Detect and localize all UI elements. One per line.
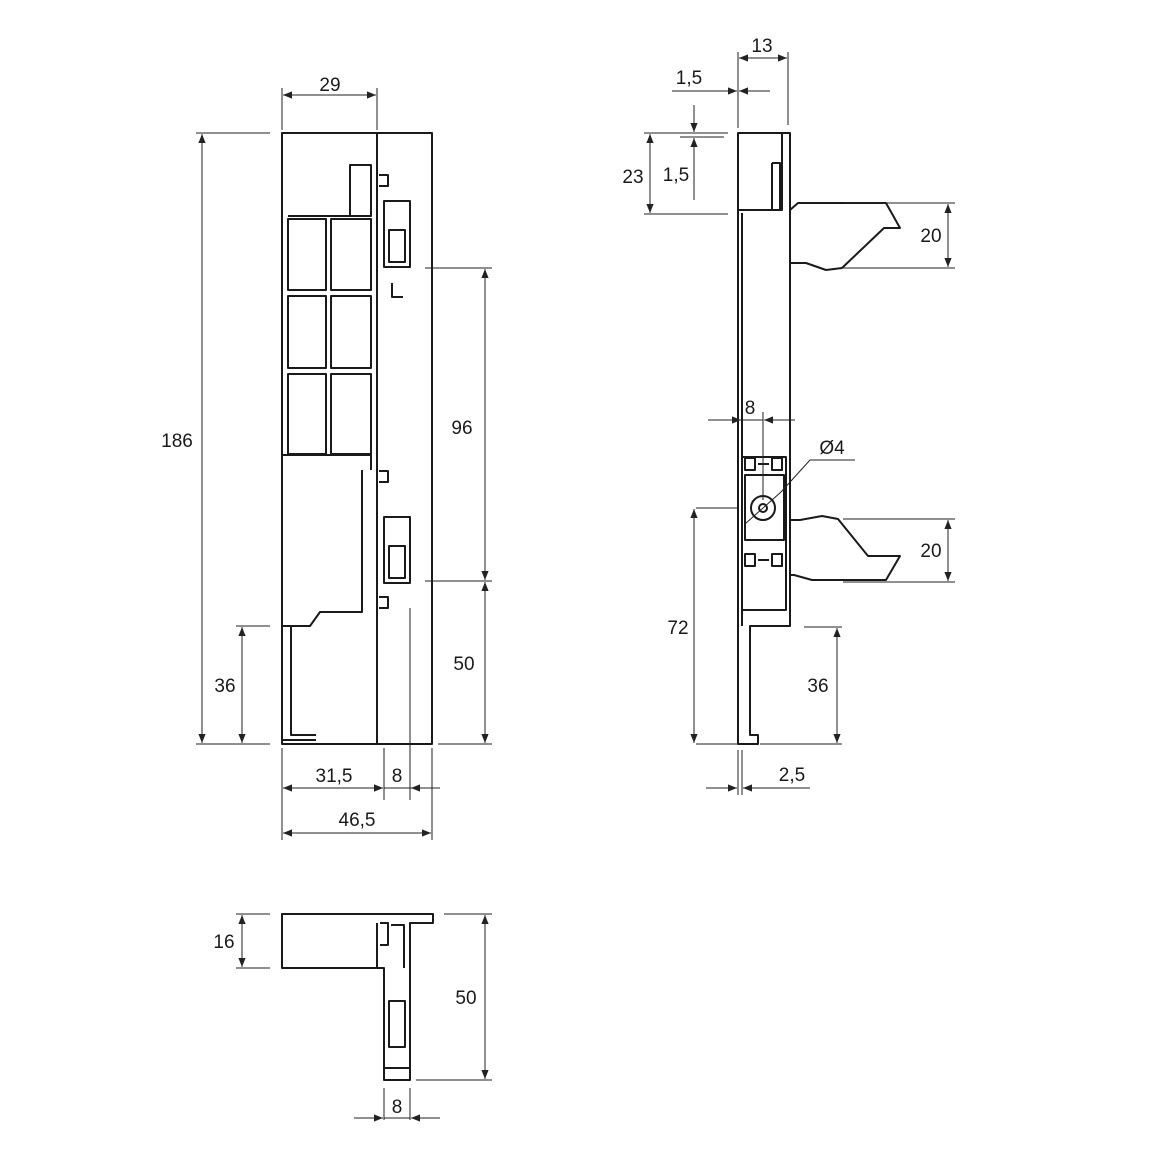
side-extension-lines — [644, 52, 955, 795]
side-view-outline — [737, 132, 791, 745]
side-pin-offset-label: 8 — [745, 398, 756, 419]
front-spacing-mid-label: 96 — [451, 418, 472, 439]
front-bottom-left-label: 36 — [214, 676, 235, 697]
bottom-height-right-label: 50 — [455, 988, 476, 1009]
side-base-lip-label: 2,5 — [779, 765, 805, 786]
front-height-total-label: 186 — [161, 431, 193, 452]
side-wall-side-label: 1,5 — [663, 165, 689, 186]
bottom-extension-lines — [236, 913, 492, 1120]
bottom-slot-width-label: 8 — [392, 1097, 403, 1118]
front-extension-lines — [196, 88, 492, 840]
side-arm-lower — [790, 515, 901, 581]
bottom-view-outline — [281, 913, 434, 1081]
front-slot-width-label: 8 — [392, 766, 403, 787]
side-hole-diameter-label: Ø4 — [819, 438, 845, 459]
front-bottom-gap-label: 50 — [453, 654, 474, 675]
front-view: 29 186 96 50 36 31,5 8 46,5 — [161, 75, 492, 840]
bottom-dimension-lines — [238, 915, 489, 1122]
side-arm-upper-label: 20 — [920, 226, 941, 247]
front-width-lower-label: 31,5 — [316, 766, 353, 787]
bottom-height-left-label: 16 — [213, 932, 234, 953]
side-dimension-lines — [646, 54, 952, 792]
side-bottom-right-label: 36 — [807, 676, 828, 697]
front-width-total-label: 46,5 — [339, 810, 376, 831]
side-view: 13 1,5 23 1,5 20 8 Ø4 20 72 36 2,5 — [622, 36, 955, 795]
side-wall-top-label: 1,5 — [676, 68, 702, 89]
front-slots — [379, 174, 411, 609]
side-top-height-label: 23 — [622, 167, 643, 188]
side-hole-detail — [744, 457, 785, 567]
bottom-view: 16 50 8 — [213, 913, 492, 1122]
side-arm-lower-label: 20 — [920, 541, 941, 562]
front-window-grid — [287, 218, 372, 455]
side-arm-upper — [789, 202, 901, 271]
front-dimension-lines — [198, 91, 489, 837]
front-width-top-label: 29 — [319, 75, 340, 96]
side-depth-top-label: 13 — [751, 36, 772, 57]
side-from-bottom-label: 72 — [667, 618, 688, 639]
